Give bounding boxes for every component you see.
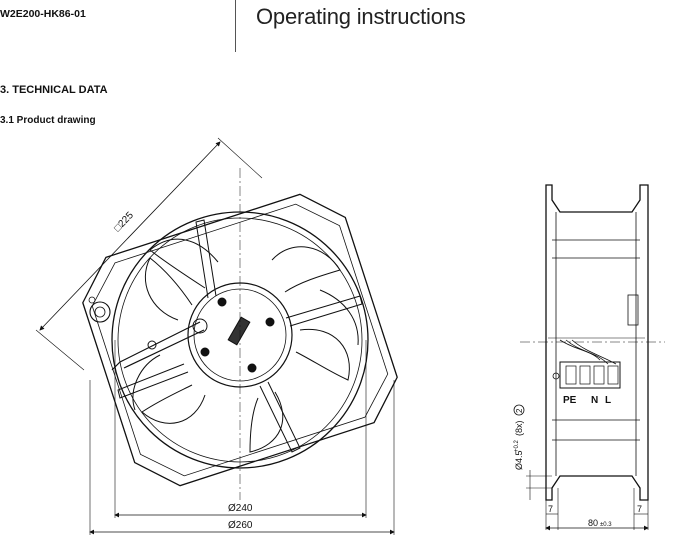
hole-tolerance-label: +0.2 — [514, 439, 520, 452]
header-divider — [235, 0, 236, 52]
hole-count-label: (8x) — [514, 420, 524, 436]
hole-dim-label: Ø4.5 — [514, 450, 524, 470]
subsection-heading: 3.1 Product drawing — [0, 115, 96, 126]
fan-blades — [132, 238, 359, 453]
fan-housing — [82, 193, 398, 487]
dim-left-label: 7 — [548, 504, 553, 514]
document-title: Operating instructions — [256, 4, 466, 29]
terminal-block — [559, 361, 621, 389]
front-view — [35, 137, 398, 535]
cable — [111, 321, 205, 371]
terminal-label-pe: PE — [563, 395, 577, 406]
dim-depth-label: 80 — [588, 518, 598, 528]
section-heading: 3. TECHNICAL DATA — [0, 84, 108, 96]
side-housing — [545, 184, 649, 501]
dim-diagonal-label: □225 — [112, 210, 136, 234]
hole-dim-callout: Ø4.5 +0.2 (8x) 2 — [513, 404, 525, 470]
dim-depth-tolerance-label: ±0.3 — [600, 522, 612, 528]
connector-boss — [89, 301, 111, 323]
dim-outer-diameter-label: Ø260 — [228, 520, 253, 531]
dim-right-label: 7 — [637, 504, 642, 514]
terminal-label-l: L — [605, 395, 611, 406]
dim-inner-diameter-label: Ø240 — [228, 503, 253, 514]
terminal-label-n: N — [591, 395, 598, 406]
hole-note-label: 2 — [515, 408, 524, 413]
side-view — [520, 184, 665, 531]
model-number: W2E200-HK86-01 — [0, 8, 86, 20]
note-marker — [513, 404, 525, 416]
